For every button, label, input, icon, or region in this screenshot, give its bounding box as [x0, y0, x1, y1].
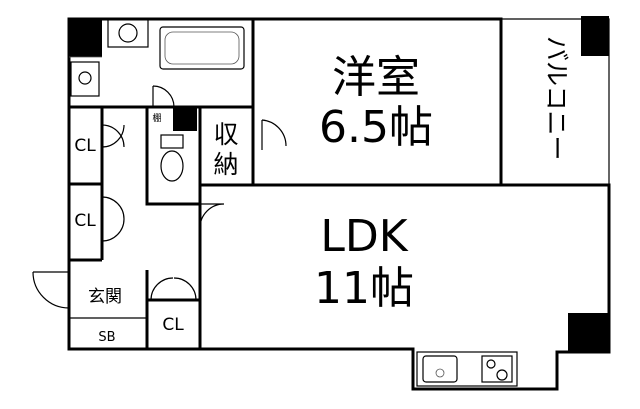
washing-machine-pan [70, 61, 100, 97]
column-bottom-right [568, 313, 609, 353]
bath-door [152, 85, 175, 108]
western-room-size: 6.5帖 [319, 102, 433, 153]
ldk-door [199, 203, 225, 229]
washbasin-bowl [118, 23, 138, 43]
kitchen-sink [422, 355, 458, 383]
bottom-closet-door [150, 277, 197, 301]
washing-machine-drain [78, 71, 92, 85]
ldk-size: 11帖 [314, 263, 414, 314]
shoe-box-label: SB [98, 330, 115, 345]
closet2-door [101, 196, 125, 242]
column-top-right [581, 16, 609, 56]
burner-1 [486, 359, 496, 369]
sink-drain [435, 368, 445, 378]
cooktop [481, 355, 513, 383]
storage-label-line2: 納 [213, 150, 238, 179]
column-toilet [173, 107, 197, 131]
closet-label-3: CL [162, 315, 184, 335]
ldk-name: LDK [320, 211, 408, 262]
closet-label-1: CL [74, 136, 96, 156]
closet1-door [101, 124, 125, 148]
kitchen-counter [416, 351, 518, 387]
entrance-door [32, 271, 70, 309]
toilet-room [145, 107, 202, 206]
western-room-name: 洋室 [332, 52, 420, 103]
entrance-label: 玄関 [88, 287, 122, 307]
burner-2 [496, 369, 508, 381]
storage-label-line1: 収 [213, 120, 238, 149]
bathtub-inner [164, 31, 240, 65]
storage-door [261, 119, 287, 150]
column-top-left [69, 19, 102, 57]
closet-label-2: CL [74, 211, 96, 231]
balcony-label: バルコニー [542, 36, 571, 161]
balcony-outline [501, 18, 610, 185]
shelf-label: 棚 [152, 112, 161, 124]
toilet-bowl [160, 150, 184, 182]
washbasin-counter [107, 18, 149, 48]
bathtub [159, 26, 245, 70]
toilet-tank [160, 134, 184, 149]
